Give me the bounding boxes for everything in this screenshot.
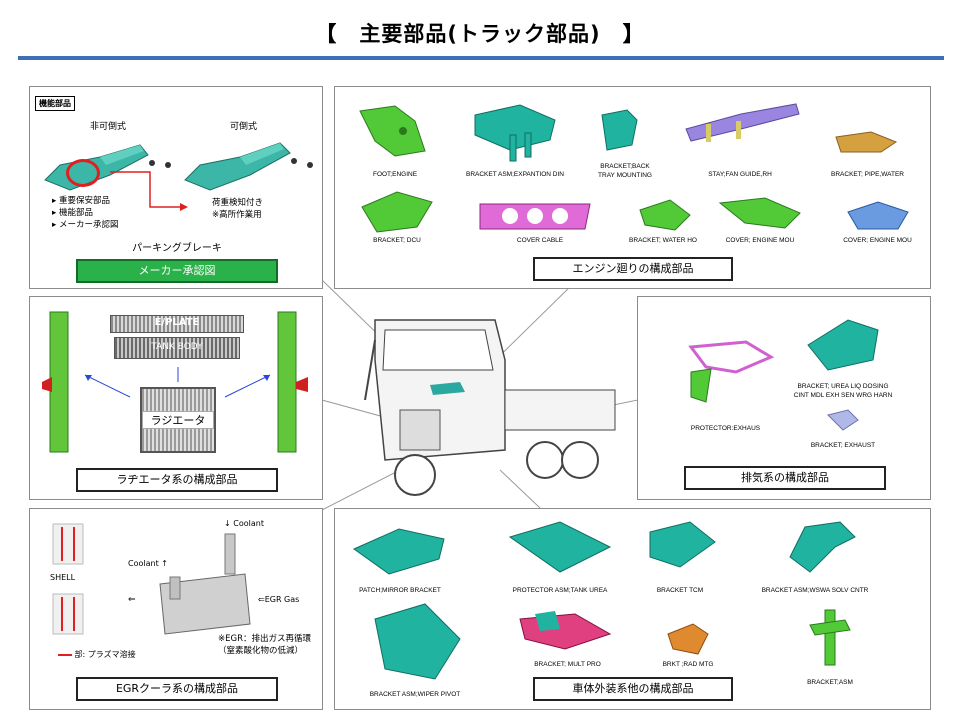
cover-engine-mount-green-image xyxy=(718,197,801,229)
radiator-arrows xyxy=(84,367,271,398)
red-arrow xyxy=(110,171,188,211)
part-label: BRACKET TCM xyxy=(656,587,704,594)
bracket-dcu-image xyxy=(361,191,433,233)
part-label: BRACKET; EXHAUST xyxy=(810,442,876,449)
part-label: BRACKET ASM;EXPANTION DIN xyxy=(465,171,564,178)
splate-right-label: S/PLATE xyxy=(267,331,278,373)
bracket-urea-image xyxy=(807,319,879,371)
bracket-tcm-image xyxy=(649,521,716,568)
parking-brake-name: パーキングブレーキ xyxy=(132,243,222,254)
bracket-back-tray-image xyxy=(601,109,638,151)
part-label: COVER; ENGINE MOU xyxy=(725,237,795,244)
bracket-wiper-pivot-image xyxy=(374,603,461,680)
part-label: PROTECTOR ASM;TANK UREA xyxy=(512,587,608,594)
part-label: BRACKET ASM;WIPER PIVOT xyxy=(369,691,461,698)
egr-caption: EGRクーラ系の構成部品 xyxy=(76,677,278,701)
eplate-label: E/PLATE xyxy=(154,317,200,328)
part-label: FOOT;ENGINE xyxy=(372,171,418,178)
exhaust-panel: PROTECTOR:EXHAUS BRACKET; UREA LIQ DOSIN… xyxy=(637,296,931,500)
coolant-in-label: ↓ Coolant xyxy=(224,519,264,528)
parking-brake-panel: 機能部品 非可倒式 可倒式 ▸ 重要保安部品 ▸ 機能部品 ▸ メーカー承認図 … xyxy=(29,86,323,289)
body-parts-panel: PATCH;MIRROR BRACKET PROTECTOR ASM;TANK … xyxy=(334,508,931,710)
egr-cooler-image xyxy=(159,533,251,635)
part-label: BRACKET; DCU xyxy=(373,237,421,244)
eplate-image xyxy=(110,315,244,333)
part-label: BRACKET; PIPE,WATER xyxy=(831,171,904,178)
egr-panel: SHELL 部: プラズマ溶接 ↓ Coolant Coolant ↑ ⇐EGR… xyxy=(29,508,323,710)
engine-caption: エンジン廻りの構成部品 xyxy=(533,257,733,281)
part-label: BRKT ;RAD MTG xyxy=(662,661,714,668)
bracket-expansion-image xyxy=(474,104,556,162)
bracket-water-hose-image xyxy=(639,199,691,231)
tank-body-image xyxy=(114,337,240,359)
bracket-exhaust-image xyxy=(827,409,859,431)
radiator-panel: S/PLATE E/PLATE TANK BODY ラジエータ S/PLATE … xyxy=(29,296,323,500)
exhaust-caption: 排気系の構成部品 xyxy=(684,466,886,490)
shell-top-image xyxy=(52,523,84,565)
splate-left-image xyxy=(42,311,69,453)
maker-approval-banner: メーカー承認図 xyxy=(76,259,278,283)
foot-engine-image xyxy=(359,105,426,157)
part-label: COVER CABLE xyxy=(516,237,564,244)
parking-brake-folding-image xyxy=(184,142,313,191)
cover-cable-image xyxy=(479,203,591,230)
bracket-rad-mtg-image xyxy=(667,623,709,655)
part-label: TRAY MOUNTING xyxy=(598,172,652,179)
part-label: STAY;FAN GUIDE,RH xyxy=(708,171,772,178)
radiator-caption: ラヂエータ系の構成部品 xyxy=(76,468,278,492)
bracket-pipe-water-image xyxy=(835,131,898,153)
truck-image xyxy=(364,319,616,496)
part-label: BRACKET; WATER HO xyxy=(629,237,697,244)
egr-note: ※EGR：排出ガス再循環 （窒素酸化物の低減） xyxy=(218,634,311,656)
load-detection-note: 荷重検知付き ※高所作業用 xyxy=(212,198,264,220)
radiator-center-label: ラジエータ xyxy=(142,411,214,429)
part-label: BRACKET;ASM xyxy=(807,679,853,686)
part-label: CINT MDL EXH SEN WRG HARN xyxy=(793,392,893,399)
bullet-item: ▸ 重要保安部品 xyxy=(52,196,110,206)
engine-parts-panel: FOOT;ENGINE BRACKET ASM;EXPANTION DIN BR… xyxy=(334,86,931,289)
title-divider xyxy=(18,56,944,60)
bullet-item: ▸ 機能部品 xyxy=(52,208,93,218)
weld-legend: 部: プラズマ溶接 xyxy=(58,649,136,660)
bullet-item: ▸ メーカー承認図 xyxy=(52,220,119,230)
splate-right-image xyxy=(277,311,308,453)
bracket-wswa-image xyxy=(789,521,856,573)
part-label: BRACKET ASM;WSWA SOLV CNTR xyxy=(761,587,869,594)
folding-type-label: 可倒式 xyxy=(230,122,258,132)
egr-outlet-arrow: ⇐ xyxy=(128,595,136,605)
egr-gas-label: ⇐EGR Gas xyxy=(258,595,300,604)
highlight-circle xyxy=(66,159,100,187)
shell-label: SHELL xyxy=(50,573,76,582)
protector-tank-urea-image xyxy=(508,521,612,573)
part-label: BRACKET;BACK xyxy=(600,163,650,170)
page-title: 【 主要部品(トラック部品) 】 xyxy=(315,22,645,46)
function-parts-tag: 機能部品 xyxy=(35,96,75,111)
patch-mirror-bracket-image xyxy=(352,528,445,575)
part-label: PROTECTOR:EXHAUS xyxy=(690,425,761,432)
coolant-out-label: Coolant ↑ xyxy=(128,559,168,568)
body-caption: 車体外装系他の構成部品 xyxy=(533,677,733,701)
part-label: BRACKET; UREA LIQ DOSING xyxy=(797,383,889,390)
part-label: COVER; ENGINE MOU xyxy=(843,237,912,244)
protector-exhaust-image xyxy=(688,340,775,403)
part-label: BRACKET; MULT PRO xyxy=(534,661,601,668)
fixed-type-label: 非可倒式 xyxy=(90,122,127,132)
tank-body-label: TANK BODY xyxy=(151,342,203,352)
bullet-list: ▸ 重要保安部品 ▸ 機能部品 ▸ メーカー承認図 xyxy=(52,195,118,231)
cover-engine-mount-blue-image xyxy=(847,201,909,230)
bracket-asm-image xyxy=(809,609,851,666)
stay-fan-guide-image xyxy=(685,103,800,142)
shell-bottom-image xyxy=(52,593,84,635)
part-label: PATCH;MIRROR BRACKET xyxy=(359,587,441,594)
bracket-mult-pro-image xyxy=(519,611,612,650)
